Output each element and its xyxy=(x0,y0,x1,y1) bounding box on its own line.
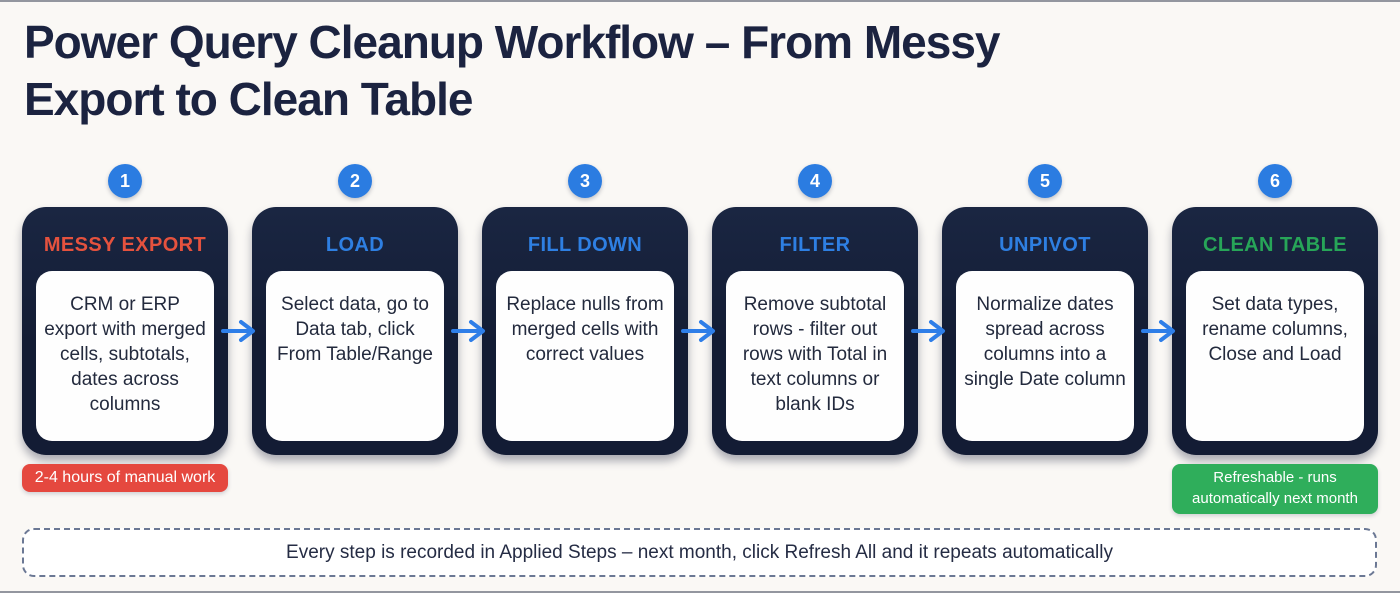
step-card: CLEAN TABLE Set data types, rename colum… xyxy=(1172,207,1378,455)
step-card: MESSY EXPORT CRM or ERP export with merg… xyxy=(22,207,228,455)
arrow-right-icon xyxy=(911,318,949,344)
arrow-right-icon xyxy=(451,318,489,344)
step-card-title: MESSY EXPORT xyxy=(43,234,207,256)
top-edge-line xyxy=(0,0,1400,2)
page-title-line1: Power Query Cleanup Workflow – From Mess… xyxy=(24,16,1001,68)
step-5-unpivot: 5 UNPIVOT Normalize dates spread across … xyxy=(942,164,1148,514)
step-description: Replace nulls from merged cells with cor… xyxy=(496,271,674,441)
step-card: UNPIVOT Normalize dates spread across co… xyxy=(942,207,1148,455)
footer-note-text: Every step is recorded in Applied Steps … xyxy=(286,541,1113,563)
step-4-filter: 4 FILTER Remove subtotal rows - filter o… xyxy=(712,164,918,514)
step-card: LOAD Select data, go to Data tab, click … xyxy=(252,207,458,455)
footer-note: Every step is recorded in Applied Steps … xyxy=(22,528,1377,577)
step-card-title: LOAD xyxy=(325,234,385,256)
bottom-edge-line xyxy=(0,591,1400,593)
page-title-line2: Export to Clean Table xyxy=(24,73,473,125)
arrow-right-icon xyxy=(681,318,719,344)
step-number-badge: 2 xyxy=(338,164,372,198)
step-description: Normalize dates spread across columns in… xyxy=(956,271,1134,441)
step-card: FILTER Remove subtotal rows - filter out… xyxy=(712,207,918,455)
page-title: Power Query Cleanup Workflow – From Mess… xyxy=(24,14,1001,128)
manual-work-badge: 2-4 hours of manual work xyxy=(22,464,228,492)
step-description: Remove subtotal rows - filter out rows w… xyxy=(726,271,904,441)
step-6-clean-table: 6 CLEAN TABLE Set data types, rename col… xyxy=(1172,164,1378,514)
step-number-badge: 4 xyxy=(798,164,832,198)
step-number-badge: 3 xyxy=(568,164,602,198)
step-number-badge: 1 xyxy=(108,164,142,198)
step-card-title: FILTER xyxy=(779,234,851,256)
step-1-messy-export: 1 MESSY EXPORT CRM or ERP export with me… xyxy=(22,164,228,514)
refreshable-badge: Refreshable - runs automatically next mo… xyxy=(1172,464,1378,514)
step-card: FILL DOWN Replace nulls from merged cell… xyxy=(482,207,688,455)
step-description: Select data, go to Data tab, click From … xyxy=(266,271,444,441)
step-number-badge: 6 xyxy=(1258,164,1292,198)
step-number-badge: 5 xyxy=(1028,164,1062,198)
workflow-diagram: 1 MESSY EXPORT CRM or ERP export with me… xyxy=(22,164,1378,514)
step-card-title: UNPIVOT xyxy=(999,234,1091,256)
step-card-title: CLEAN TABLE xyxy=(1202,234,1348,256)
step-3-fill-down: 3 FILL DOWN Replace nulls from merged ce… xyxy=(482,164,688,514)
step-card-title: FILL DOWN xyxy=(527,234,643,256)
arrow-right-icon xyxy=(221,318,259,344)
step-description: CRM or ERP export with merged cells, sub… xyxy=(36,271,214,441)
step-2-load: 2 LOAD Select data, go to Data tab, clic… xyxy=(252,164,458,514)
arrow-right-icon xyxy=(1141,318,1179,344)
step-description: Set data types, rename columns, Close an… xyxy=(1186,271,1364,441)
